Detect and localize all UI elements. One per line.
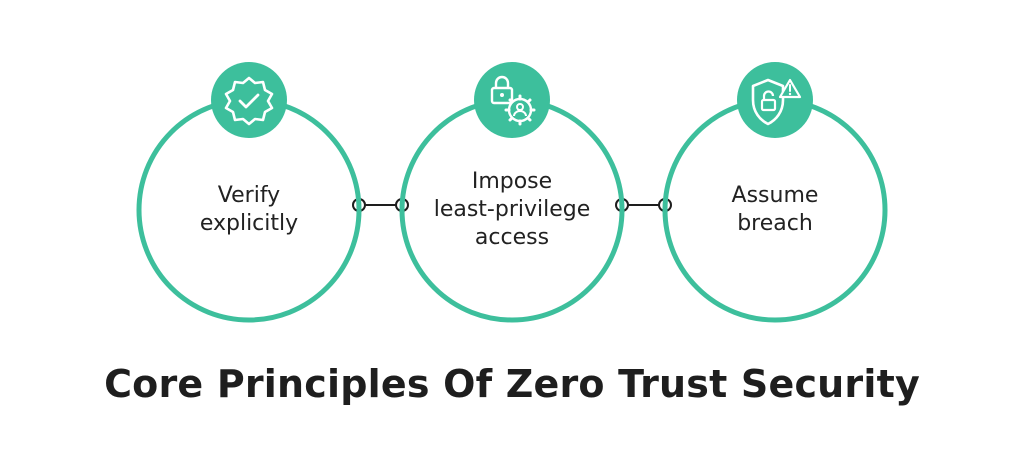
principle-2-line-2: least-privilege [433,197,591,222]
principle-label-2: Impose least-privilege access [417,168,607,252]
lock-gear-user-icon [474,62,550,138]
verified-badge-icon [211,62,287,138]
principle-2-line-3: access [474,225,550,250]
principle-3-line-2: breach [737,211,813,236]
shield-lock-alert-icon [737,62,813,138]
principle-1-line-2: explicitly [199,211,299,236]
page-title: Core Principles Of Zero Trust Security [104,362,920,406]
principles-diagram [136,62,888,323]
principle-label-1: Verify explicitly [154,182,344,238]
principle-2-line-1: Impose [471,169,553,194]
principle-3-line-1: Assume [731,183,819,208]
principle-1-line-1: Verify [217,183,281,208]
principle-label-3: Assume breach [680,182,870,238]
